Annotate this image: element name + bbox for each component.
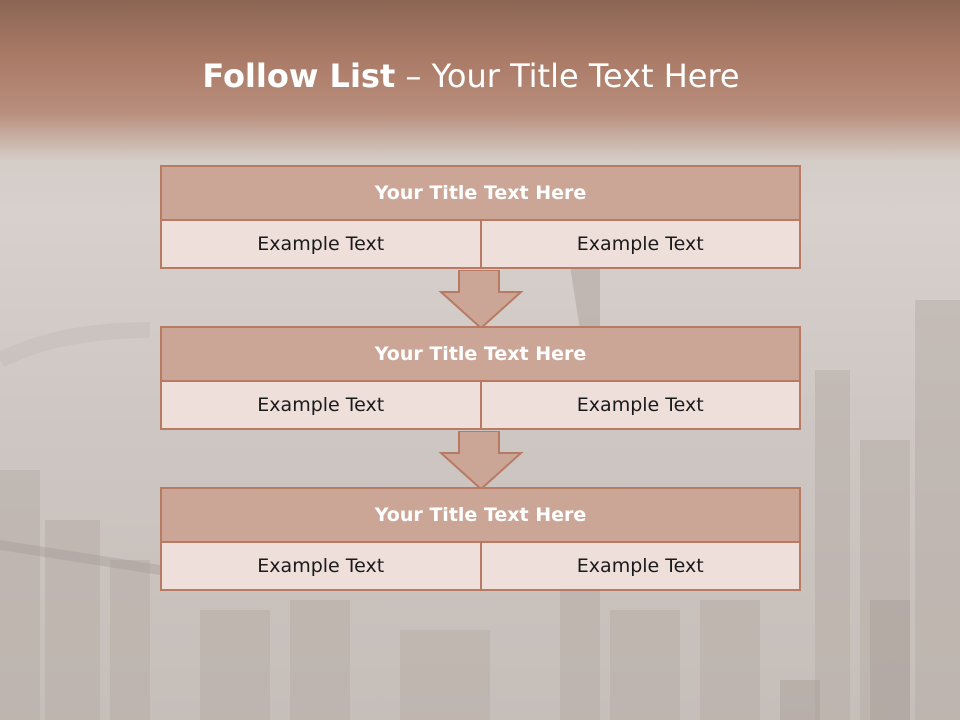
- slide-title: Follow List – Your Title Text Here: [0, 55, 942, 97]
- block-row: Example Text Example Text: [160, 219, 801, 269]
- list-block-2: Your Title Text Here Example Text Exampl…: [160, 326, 801, 430]
- title-band: [0, 0, 960, 160]
- block-row: Example Text Example Text: [160, 380, 801, 430]
- block-title: Your Title Text Here: [160, 487, 801, 543]
- list-block-3: Your Title Text Here Example Text Exampl…: [160, 487, 801, 591]
- down-arrow-icon: [438, 431, 524, 491]
- down-arrow-icon: [438, 270, 524, 330]
- slide-title-bold: Follow List: [202, 57, 396, 95]
- block-cell-left: Example Text: [160, 219, 482, 269]
- block-cell-left: Example Text: [160, 380, 482, 430]
- block-cell-right: Example Text: [479, 380, 801, 430]
- block-cell-right: Example Text: [479, 219, 801, 269]
- block-cell-left: Example Text: [160, 541, 482, 591]
- block-cell-right: Example Text: [479, 541, 801, 591]
- list-block-1: Your Title Text Here Example Text Exampl…: [160, 165, 801, 269]
- slide-title-rest: – Your Title Text Here: [395, 57, 740, 95]
- block-title: Your Title Text Here: [160, 326, 801, 382]
- block-title: Your Title Text Here: [160, 165, 801, 221]
- block-row: Example Text Example Text: [160, 541, 801, 591]
